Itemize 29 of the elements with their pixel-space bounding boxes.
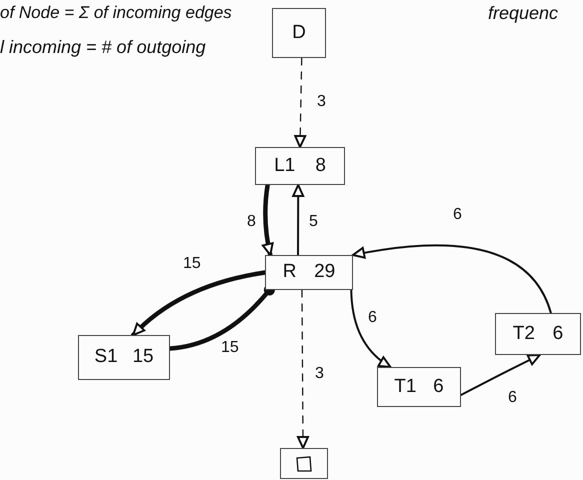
node-value: 6	[433, 374, 444, 399]
arrow	[294, 57, 306, 148]
node-box	[78, 335, 170, 380]
node-name: R	[282, 260, 297, 284]
note-text: frequenc	[488, 2, 558, 25]
node-value: 15	[132, 345, 154, 370]
node-box	[377, 367, 461, 407]
node-box	[255, 147, 345, 185]
node-name: T2	[512, 322, 535, 346]
arrow	[130, 270, 268, 338]
note-text: of Node = Σ of incoming edges	[0, 2, 232, 24]
node-value: 6	[552, 322, 564, 346]
node-box	[265, 255, 353, 290]
node-box	[280, 448, 328, 479]
arrow	[262, 182, 274, 258]
note-text: l incoming = # of outgoing	[0, 36, 206, 59]
node-value: 8	[315, 154, 326, 178]
arrow	[292, 184, 304, 256]
arrow	[296, 289, 309, 449]
node-box	[495, 313, 581, 355]
node-name: D	[292, 20, 306, 45]
node-name: L1	[274, 154, 296, 178]
node-value: 29	[314, 260, 336, 284]
arrow	[350, 289, 392, 368]
node-name: S1	[94, 345, 118, 370]
node-name: T1	[394, 374, 416, 399]
arrow	[352, 244, 552, 314]
arrow	[460, 354, 541, 396]
node-box	[272, 8, 326, 58]
